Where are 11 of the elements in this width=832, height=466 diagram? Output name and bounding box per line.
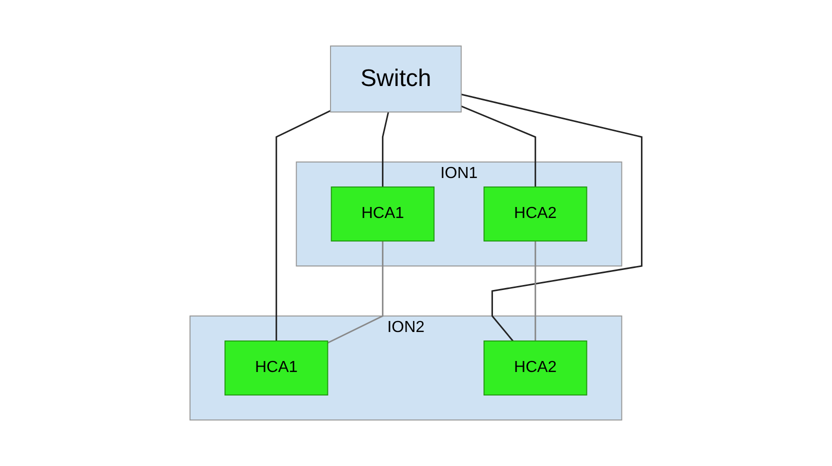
connector	[382, 112, 390, 187]
connector	[276, 110, 331, 341]
node-box: HCA1	[331, 186, 435, 242]
node-box: Switch	[330, 46, 462, 112]
node-box: HCA1	[224, 340, 328, 396]
node-box: HCA2	[484, 186, 588, 242]
connector	[461, 94, 643, 342]
connector	[328, 241, 384, 344]
node-box: HCA2	[484, 340, 588, 396]
connector	[534, 241, 536, 341]
connector	[461, 105, 536, 187]
